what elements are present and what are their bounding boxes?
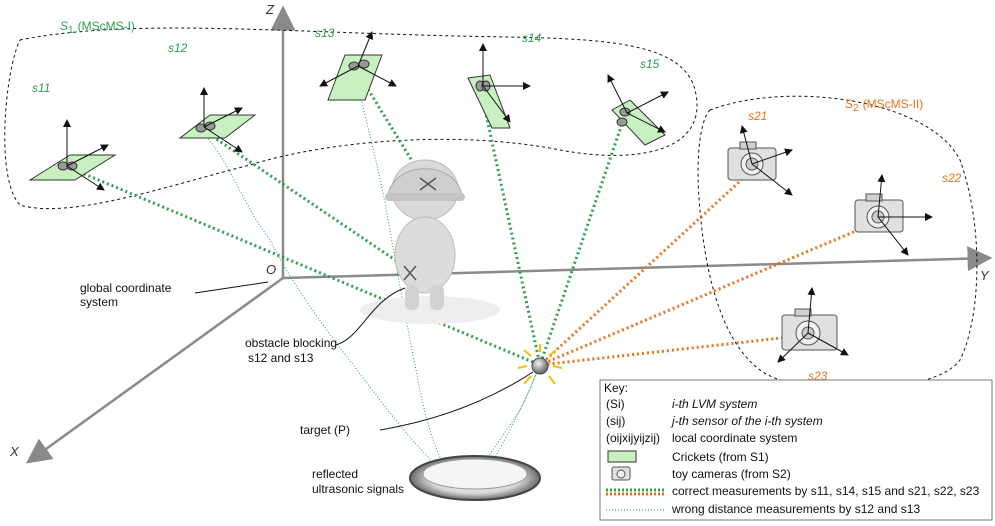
s22-label: s22 <box>942 171 962 185</box>
svg-text:S1(MScMS-I): S1(MScMS-I) <box>60 19 135 36</box>
svg-text:system: system <box>80 295 118 309</box>
target-annotation: target (P) <box>300 371 534 437</box>
s14-label: s14 <box>522 31 542 45</box>
svg-text:wrong distance measurements by: wrong distance measurements by s12 and s… <box>671 502 920 516</box>
svg-text:target (P): target (P) <box>300 423 350 437</box>
svg-text:toy cameras (from S2): toy cameras (from S2) <box>672 467 791 481</box>
s21-label: s21 <box>748 109 767 123</box>
cricket-s15: s15 <box>607 57 669 146</box>
key-legend: Key: (Si) i-th LVM system (sij) j-th sen… <box>599 379 993 521</box>
global-coordinate-annotation: global coordinate system <box>80 281 269 309</box>
z-axis-label: Z <box>265 2 275 17</box>
cricket-s11: s11 <box>28 81 117 191</box>
svg-text:j-th sensor of the i-th system: j-th sensor of the i-th system <box>670 414 823 428</box>
y-axis-label: Y <box>980 268 990 283</box>
origin-label: O <box>266 262 276 277</box>
obstacle-figure <box>360 159 500 324</box>
target-point <box>517 344 563 385</box>
svg-text:(sij): (sij) <box>606 414 625 428</box>
reflector-mirror-icon <box>409 455 541 501</box>
svg-text:(Si): (Si) <box>606 397 625 411</box>
wrong-measurements <box>199 69 541 496</box>
svg-text:ultrasonic signals: ultrasonic signals <box>312 482 404 496</box>
s1-boundary <box>4 27 698 210</box>
correct-measurements-green <box>69 85 627 367</box>
key-title: Key: <box>604 381 628 395</box>
cricket-s14: s14 <box>467 31 542 129</box>
cricket-s13: s13 <box>315 26 397 101</box>
svg-text:correct measurements by s11, s: correct measurements by s11, s14, s15 an… <box>672 484 980 498</box>
svg-text:local coordinate system: local coordinate system <box>672 431 797 445</box>
s13-label: s13 <box>315 26 335 40</box>
svg-text:s12 and s13: s12 and s13 <box>248 351 314 365</box>
svg-text:global coordinate: global coordinate <box>80 281 172 295</box>
s12-label: s12 <box>168 41 188 55</box>
camera-s23-icon: s23 <box>777 287 849 383</box>
svg-text:(oijxijyijzij): (oijxijyijzij) <box>606 431 660 445</box>
svg-text:i-th LVM system: i-th LVM system <box>672 397 757 411</box>
s11-label: s11 <box>32 81 50 95</box>
reflected-annotation: reflected ultrasonic signals <box>312 467 404 496</box>
s15-label: s15 <box>640 57 660 71</box>
cricket-s12: s12 <box>168 41 257 153</box>
obstacle-annotation: obstacle blocking s12 and s13 <box>245 287 406 365</box>
cricket-legend-icon <box>607 450 637 463</box>
svg-text:Crickets (from S1): Crickets (from S1) <box>672 450 769 464</box>
x-axis-label: X <box>9 444 20 459</box>
camera-s22-icon: s22 <box>854 171 962 256</box>
svg-text:reflected: reflected <box>312 467 358 481</box>
s1-title: S1(MScMS-I) <box>60 19 135 36</box>
svg-text:obstacle blocking: obstacle blocking <box>245 336 337 350</box>
s2-title: S2(MScMS-II) <box>845 97 923 114</box>
camera-s21-icon: s21 <box>727 109 793 196</box>
correct-measurements-orange <box>538 170 878 367</box>
svg-text:S2(MScMS-II): S2(MScMS-II) <box>845 97 923 114</box>
